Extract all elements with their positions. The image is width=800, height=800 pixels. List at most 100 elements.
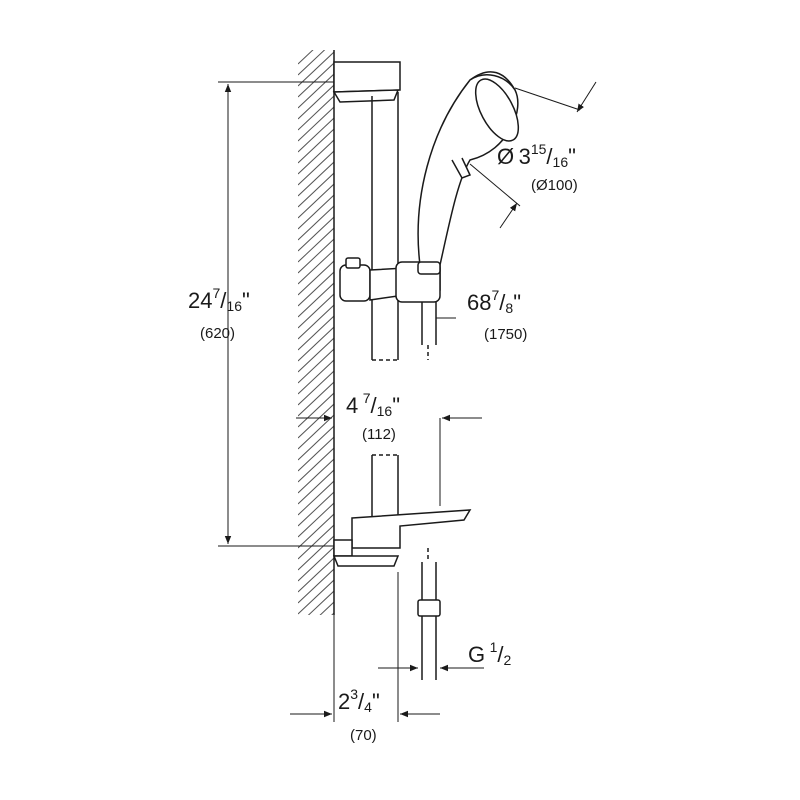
height-label: 247/16" — [188, 285, 250, 314]
hatch-line — [307, 590, 334, 615]
hatch-line — [298, 172, 334, 208]
hatch-line — [298, 546, 334, 582]
projection-denominator: 16 — [376, 403, 393, 419]
hatch-line — [298, 62, 334, 98]
hatch-line — [298, 84, 334, 120]
hatch-line — [298, 557, 334, 593]
wall-hatching — [298, 50, 334, 691]
projection-whole: 4 — [346, 393, 359, 418]
height-metric: (620) — [200, 325, 236, 342]
hatch-line — [298, 624, 334, 658]
hatch-line — [298, 425, 334, 461]
projection-unit: " — [392, 393, 401, 418]
hatch-line — [298, 646, 334, 680]
hatch-line — [298, 491, 334, 527]
hand-shower — [417, 71, 520, 275]
height-numerator: 7 — [212, 285, 221, 301]
hatch-line — [298, 95, 334, 131]
connection-prefix: G — [468, 642, 486, 667]
hatch-line — [298, 249, 334, 285]
hatch-line — [298, 271, 334, 307]
diameter-arrow-a — [576, 81, 597, 113]
lower-wall-bracket — [332, 509, 472, 567]
hatch-line — [298, 348, 334, 384]
hatch-line — [298, 469, 334, 505]
hatch-line — [298, 403, 334, 439]
height-unit: " — [241, 288, 250, 313]
hatch-line — [298, 502, 334, 538]
hatch-line — [298, 260, 334, 296]
projection-metric: (112) — [362, 426, 396, 443]
hatch-line — [298, 282, 334, 318]
connection-label: G 1/2 — [468, 639, 512, 668]
hatch-line — [298, 414, 334, 450]
projection-numerator: 7 — [362, 390, 371, 406]
hatch-line — [319, 601, 334, 615]
hatch-line — [298, 238, 334, 274]
hatch-line — [298, 381, 334, 417]
hatch-line — [298, 480, 334, 516]
hatch-line — [298, 161, 334, 197]
hose-metric: (1750) — [484, 326, 528, 343]
hatch-line — [298, 447, 334, 483]
diameter-metric: (Ø100) — [531, 177, 578, 194]
hatch-line — [298, 657, 334, 691]
bracket-numerator: 3 — [350, 686, 359, 702]
hatch-line — [298, 337, 334, 373]
hatch-line — [298, 568, 334, 604]
hatch-line — [298, 370, 334, 406]
hatch-line — [298, 205, 334, 241]
bracket-whole: 2 — [338, 689, 351, 714]
height-whole: 24 — [188, 288, 213, 313]
diameter-label: Ø 315/16" — [497, 141, 576, 170]
hatch-line — [298, 315, 334, 351]
hatch-line — [298, 117, 334, 153]
diameter-unit: " — [568, 144, 576, 169]
bracket-metric: (70) — [350, 727, 377, 744]
hatch-line — [298, 216, 334, 252]
hose-denominator: 8 — [505, 300, 514, 316]
hatch-line — [298, 194, 334, 230]
rail-slider — [339, 257, 441, 303]
hose-whole: 68 — [467, 290, 492, 315]
hatch-line — [298, 128, 334, 164]
hatch-line — [298, 359, 334, 395]
shower-hose — [417, 302, 441, 680]
hatch-line — [298, 50, 314, 65]
diameter-whole: 3 — [518, 144, 531, 169]
hose-label: 687/8" — [467, 287, 522, 316]
hatch-line — [298, 293, 334, 329]
diameter-denominator: 16 — [552, 154, 569, 170]
upper-wall-bracket — [332, 61, 401, 103]
hatch-line — [298, 51, 334, 87]
hatch-line — [298, 635, 334, 669]
diameter-extension-b — [469, 163, 521, 207]
hatch-line — [298, 50, 326, 76]
hatch-line — [298, 513, 334, 549]
hatch-line — [298, 106, 334, 142]
bracket-unit: " — [371, 689, 380, 714]
hatch-line — [298, 524, 334, 560]
hatch-line — [298, 73, 334, 109]
hatch-line — [298, 579, 334, 615]
bracket-label: 23/4" — [338, 686, 380, 715]
diameter-symbol: Ø — [497, 144, 515, 169]
height-denominator: 16 — [226, 298, 242, 314]
hatch-line — [298, 326, 334, 362]
hose-unit: " — [513, 290, 522, 315]
hatch-line — [298, 458, 334, 494]
hatch-line — [298, 183, 334, 219]
projection-label: 4 7/16" — [346, 390, 401, 419]
hatch-line — [298, 139, 334, 175]
diameter-extension-a — [514, 87, 581, 111]
hatch-line — [298, 392, 334, 428]
hatch-line — [298, 535, 334, 571]
hatch-line — [331, 612, 334, 615]
diameter-arrow-b — [499, 202, 518, 229]
hatch-line — [298, 436, 334, 472]
connection-denominator: 2 — [503, 652, 512, 668]
bracket-denominator: 4 — [364, 699, 372, 715]
hatch-line — [298, 227, 334, 263]
hatch-line — [298, 304, 334, 340]
diameter-numerator: 15 — [530, 141, 547, 157]
